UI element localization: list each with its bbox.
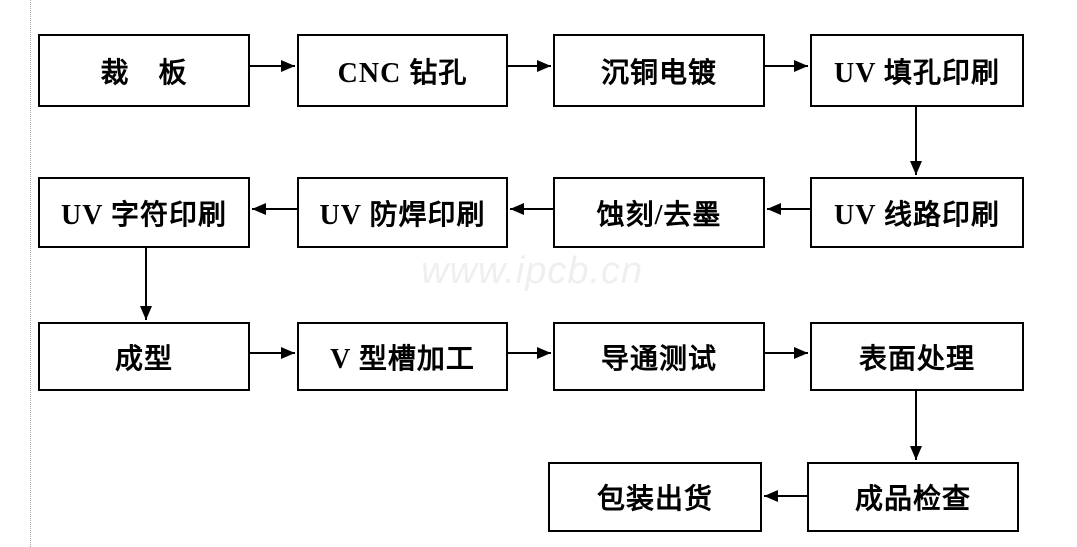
flow-node-cnc-drilling: CNC 钻孔	[297, 34, 508, 107]
left-margin-dotted-line	[30, 0, 31, 547]
flow-node-continuity-test: 导通测试	[553, 322, 765, 391]
flow-node-packing-shipment: 包装出货	[548, 462, 762, 532]
flow-node-uv-hole-fill-print: UV 填孔印刷	[810, 34, 1024, 107]
flow-node-uv-soldermask-print: UV 防焊印刷	[297, 177, 508, 248]
flow-node-final-inspection: 成品检查	[807, 462, 1019, 532]
flow-node-forming: 成型	[38, 322, 250, 391]
flow-node-copper-plating: 沉铜电镀	[553, 34, 765, 107]
flow-node-uv-legend-print: UV 字符印刷	[38, 177, 250, 248]
flow-node-etch-deink: 蚀刻/去墨	[553, 177, 765, 248]
watermark-text: www.ipcb.cn	[421, 250, 644, 292]
flow-node-uv-circuit-print: UV 线路印刷	[810, 177, 1024, 248]
flow-node-surface-treatment: 表面处理	[810, 322, 1024, 391]
flow-node-v-groove-machining: V 型槽加工	[297, 322, 508, 391]
flow-node-cut-board: 裁 板	[38, 34, 250, 107]
